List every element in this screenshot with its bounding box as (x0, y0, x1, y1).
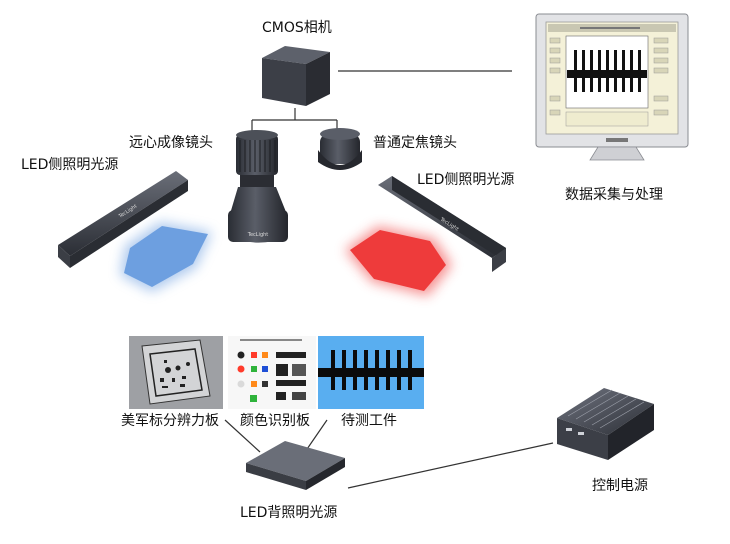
led-bar-icon-left: TecLight (58, 171, 188, 268)
cmos-camera-icon (262, 46, 330, 106)
label-power-supply: 控制电源 (592, 478, 648, 494)
led-bar-icon-right: TecLight (378, 176, 506, 272)
svg-text:TecLight: TecLight (247, 232, 269, 238)
label-cmos-camera: CMOS相机 (262, 20, 332, 36)
fixed-focus-lens-icon (318, 128, 362, 170)
telecentric-lens-icon: TecLight (228, 130, 288, 243)
power-supply-icon (557, 388, 654, 460)
blue-light-area (120, 222, 212, 292)
usaf-resolution-board (129, 336, 223, 409)
label-usaf-board: 美军标分辨力板 (121, 413, 219, 429)
red-light-area (345, 226, 452, 296)
workpiece-image (318, 336, 424, 409)
label-led-side-right: LED侧照明光源 (417, 172, 515, 188)
label-led-side-left: LED侧照明光源 (21, 157, 119, 173)
label-workpiece: 待测工件 (341, 413, 397, 429)
label-data-processing: 数据采集与处理 (565, 187, 663, 203)
backlight-panel-icon (246, 441, 345, 490)
label-color-board: 颜色识别板 (240, 413, 310, 429)
label-telecentric-lens: 远心成像镜头 (129, 135, 213, 151)
label-fixed-focus-lens: 普通定焦镜头 (373, 135, 457, 151)
color-recognition-board (228, 336, 316, 409)
monitor-icon (535, 13, 689, 161)
connection-lines (224, 70, 554, 489)
label-led-backlight: LED背照明光源 (240, 505, 338, 521)
